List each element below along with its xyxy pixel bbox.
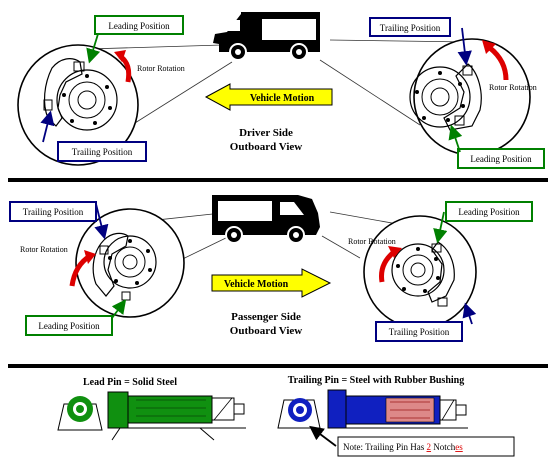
rotor-rotation-label-left-passenger: Rotor Rotation [20, 245, 68, 254]
rotation-arrow-right-passenger [379, 250, 396, 283]
leading-position-box-right: Leading Position [457, 148, 545, 169]
rotor-rotation-label-left: Rotor Rotation [137, 64, 185, 73]
lead-pin-title: Lead Pin = Solid Steel [83, 377, 177, 388]
trailing-position-label-passenger: Trailing Position [23, 207, 84, 217]
rotor-left-passenger [75, 208, 185, 318]
note-number: 2 [427, 442, 432, 452]
vehicle-motion-arrow-right: Vehicle Motion [211, 268, 332, 298]
divider-bottom [8, 364, 548, 368]
leading-pointer-left-passenger [111, 299, 127, 319]
leading-position-box-left: Leading Position [94, 15, 184, 35]
leading-position-label-passenger: Leading Position [38, 321, 100, 331]
trailing-pointer-left-passenger [94, 203, 109, 240]
truck-icon [213, 12, 320, 61]
rotor-right-driver [409, 38, 531, 156]
divider-top [8, 178, 548, 182]
leading-pointer-left [86, 33, 101, 64]
driver-side-caption: Driver Side [239, 127, 293, 139]
rotor-rotation-label-right: Rotor Rotation [489, 83, 537, 92]
trailing-pin-end-view [277, 398, 321, 429]
outboard-view-caption: Outboard View [230, 141, 302, 153]
rotor-left-driver [17, 44, 139, 166]
note-text: Note: Trailing Pin Has 2 Notches [343, 442, 463, 452]
trailing-position-box-right-passenger: Trailing Position [375, 321, 463, 342]
trailing-position-label: Trailing Position [72, 147, 133, 157]
trailing-position-label-right: Trailing Position [380, 23, 441, 33]
trailing-pin-note: Note: Trailing Pin Has 2 Notches [309, 425, 515, 457]
note-tail: es [455, 442, 463, 452]
note-prefix: Note: Trailing Pin Has [343, 442, 427, 452]
leading-position-box-left-passenger: Leading Position [25, 315, 113, 336]
driver-side-panel: Leading Position Trailing Position Rotor… [17, 12, 545, 169]
lead-pin-end-view [57, 396, 103, 431]
trailing-position-box-right: Trailing Position [369, 17, 451, 37]
leading-position-label: Leading Position [108, 21, 170, 31]
note-suffix: Notch [431, 442, 456, 452]
leading-position-label-right: Leading Position [470, 154, 532, 164]
passenger-side-caption: Passenger Side [231, 311, 301, 323]
leading-position-box-right-passenger: Leading Position [445, 201, 533, 222]
trailing-pointer-right-passenger [462, 302, 477, 325]
outboard-view-caption-passenger: Outboard View [230, 325, 302, 337]
vehicle-motion-label-passenger: Vehicle Motion [224, 279, 289, 290]
rotor-rotation-label-right-passenger: Rotor Rotation [348, 237, 396, 246]
lead-pin-side-view [107, 391, 246, 441]
leading-position-label-right-passenger: Leading Position [458, 207, 520, 217]
trailing-pointer-left [40, 110, 55, 143]
trailing-pointer-right [457, 27, 472, 66]
pins-panel: Lead Pin = Solid Steel Trailing Pin = St… [57, 375, 515, 457]
vehicle-motion-arrow-left: Vehicle Motion [204, 83, 333, 111]
vehicle-motion-label: Vehicle Motion [250, 93, 315, 104]
trailing-pin-title: Trailing Pin = Steel with Rubber Bushing [288, 375, 464, 386]
passenger-side-panel: Trailing Position Rotor Rotation Leading… [9, 195, 533, 342]
rotation-arrow-right [488, 46, 509, 81]
leading-pointer-right [448, 124, 463, 153]
trailing-position-box-left-passenger: Trailing Position [9, 201, 97, 222]
leading-pointer-right-passenger [433, 211, 448, 244]
trailing-pin-side-view [327, 389, 468, 429]
trailing-position-box-left: Trailing Position [57, 141, 147, 162]
truck-icon-passenger [212, 195, 320, 244]
trailing-position-label-right-passenger: Trailing Position [389, 327, 450, 337]
